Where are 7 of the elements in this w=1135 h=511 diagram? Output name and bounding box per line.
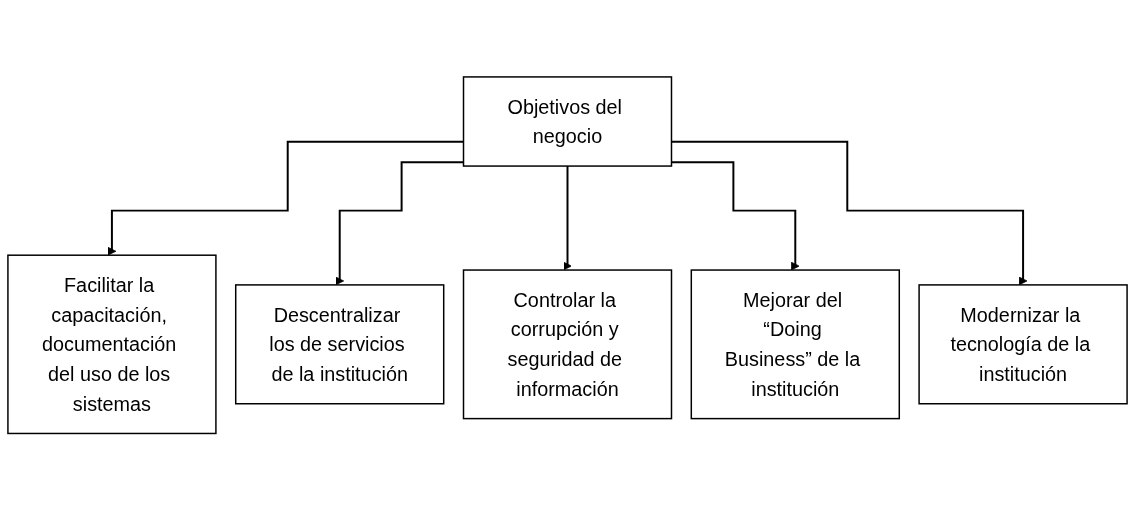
node-box: Objetivos del negocio: [462, 76, 673, 168]
arrow: [563, 165, 572, 271]
node-box: Descentralizar los de servicios de la institución: [234, 284, 445, 405]
node-box: Mejorar del “Doing Business” de la institución: [690, 269, 901, 420]
node-box: Facilitar la capacitación, documentación del uso de los sistemas: [7, 254, 217, 435]
node-box: Modernizar la tecnología de la institución: [918, 284, 1128, 405]
node-box: Controlar la corrupción y seguridad de información: [462, 269, 673, 420]
